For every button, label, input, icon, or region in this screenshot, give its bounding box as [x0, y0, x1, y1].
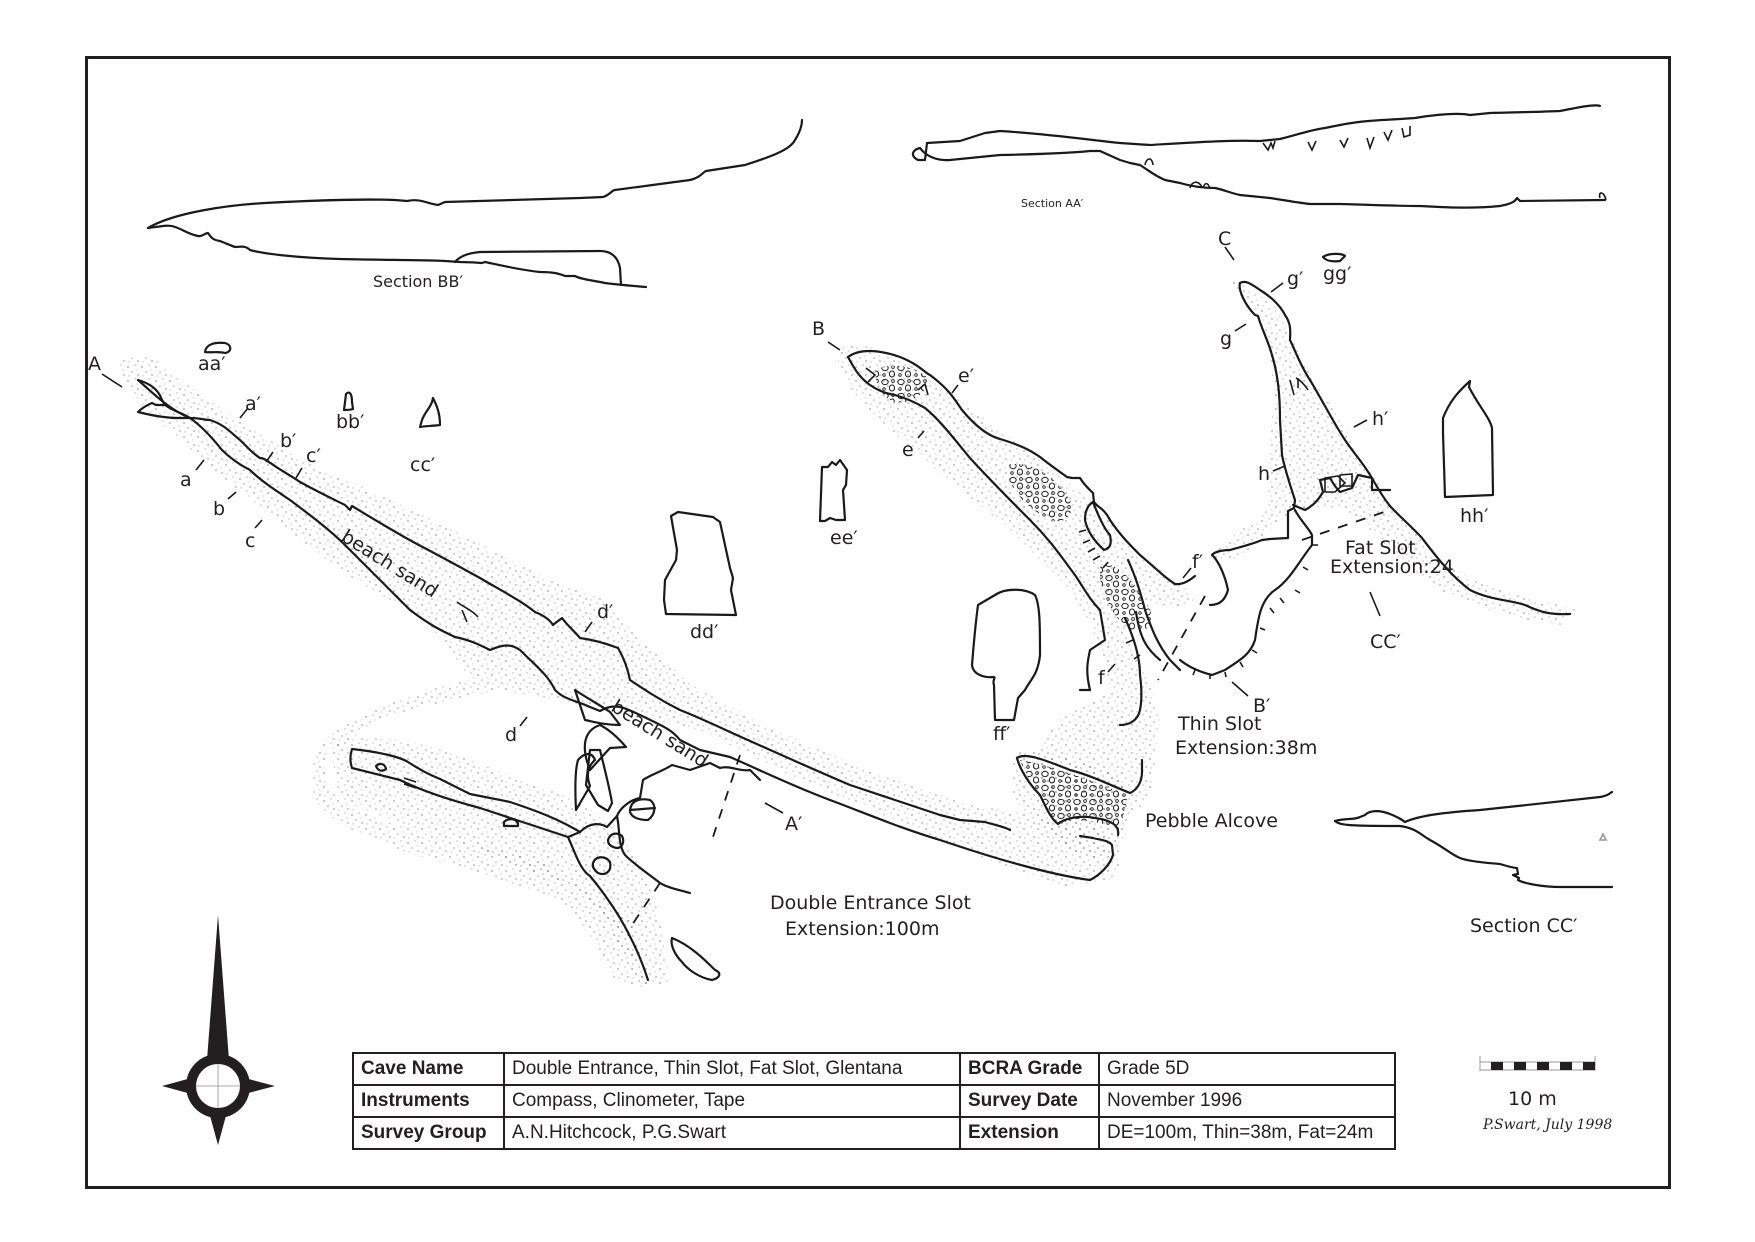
section-aa-profile: Section AA′ — [911, 104, 1607, 210]
map-frame — [85, 56, 1671, 1189]
station-c-prime-label: c′ — [306, 445, 321, 467]
station-b-label: b — [213, 498, 225, 520]
instruments-key: Instruments — [352, 1084, 505, 1118]
extension-key: Extension — [959, 1116, 1100, 1150]
pebble-alcove-label: Pebble Alcove — [1145, 810, 1278, 832]
station-markers-main: A a′ a b′ b c′ c d′ d A′ — [88, 353, 802, 835]
bcra-grade-key: BCRA Grade — [959, 1052, 1100, 1086]
cross-sections: aa′ bb′ cc′ dd′ ee′ ff′ gg′ hh′ — [198, 252, 1495, 745]
extension-value: DE=100m, Thin=38m, Fat=24m — [1098, 1116, 1396, 1150]
cave-name-key: Cave Name — [352, 1052, 505, 1086]
survey-date-value: November 1996 — [1098, 1084, 1396, 1118]
station-h-label: h — [1258, 463, 1270, 485]
station-c-label: c — [245, 530, 255, 552]
thin-slot-extension: Extension:38m — [1175, 737, 1317, 759]
station-A-prime-label: A′ — [785, 813, 802, 835]
bcra-grade-value: Grade 5D — [1098, 1052, 1396, 1086]
station-A-label: A — [88, 353, 101, 375]
survey-group-key: Survey Group — [352, 1116, 505, 1150]
survey-info-table: Cave Name Double Entrance, Thin Slot, Fa… — [352, 1052, 1396, 1150]
section-cc-profile: Section CC′ — [1333, 790, 1614, 937]
station-g-label: g — [1220, 328, 1232, 350]
station-f-prime-label: f′ — [1192, 551, 1203, 573]
fat-slot-passage: C g′ g h′ h CC′ Fat Slot Extension:24 — [1178, 228, 1580, 679]
xsec-gg-label: gg′ — [1323, 263, 1351, 285]
station-a-label: a — [180, 469, 192, 491]
scale-bar — [1479, 1056, 1596, 1071]
table-row: Instruments Compass, Clinometer, Tape Su… — [352, 1084, 1396, 1118]
fat-slot-extension: Extension:24 — [1330, 556, 1454, 578]
survey-date-key: Survey Date — [959, 1084, 1100, 1118]
station-CC-prime-label: CC′ — [1370, 631, 1401, 653]
lower-entrance-branch — [330, 688, 762, 985]
station-b-prime-label: b′ — [280, 430, 296, 452]
thin-slot-passage: e′ e B f′ f B′ Thin Slot Extension:38m — [812, 318, 1317, 820]
xsec-cc-label: cc′ — [410, 454, 435, 476]
north-arrow-icon — [162, 915, 275, 1145]
station-d-prime-label: d′ — [597, 601, 613, 623]
pebble-alcove: Pebble Alcove — [1012, 751, 1278, 860]
station-h-prime-label: h′ — [1372, 408, 1388, 430]
xsec-hh-label: hh′ — [1460, 505, 1488, 527]
double-entrance-extension: Extension:100m — [785, 918, 939, 940]
xsec-ff-label: ff′ — [993, 723, 1010, 745]
xsec-dd-label: dd′ — [690, 621, 718, 643]
station-e-prime-label: e′ — [958, 365, 974, 387]
section-cc-label: Section CC′ — [1470, 915, 1577, 937]
section-aa-label: Section AA′ — [1021, 197, 1084, 210]
survey-group-value: A.N.Hitchcock, P.G.Swart — [503, 1116, 961, 1150]
station-a-prime-label: a′ — [245, 393, 261, 415]
thin-slot-name: Thin Slot — [1177, 713, 1261, 735]
table-row: Survey Group A.N.Hitchcock, P.G.Swart Ex… — [352, 1116, 1396, 1150]
fat-slot-name: Fat Slot — [1345, 537, 1416, 559]
section-bb-label: Section BB′ — [373, 272, 463, 291]
surveyor-signature: P.Swart, July 1998 — [1483, 1117, 1613, 1133]
xsec-bb-label: bb′ — [336, 411, 364, 433]
station-d-label: d — [505, 724, 517, 746]
station-B-label: B — [812, 318, 825, 340]
scale-label: 10 m — [1508, 1088, 1557, 1110]
cave-name-value: Double Entrance, Thin Slot, Fat Slot, Gl… — [503, 1052, 961, 1086]
double-entrance-name: Double Entrance Slot — [770, 892, 971, 914]
xsec-aa-label: aa′ — [198, 353, 226, 375]
instruments-value: Compass, Clinometer, Tape — [503, 1084, 961, 1118]
section-bb-profile: Section BB′ — [146, 118, 804, 291]
xsec-ee-label: ee′ — [830, 527, 858, 549]
station-C-label: C — [1218, 228, 1231, 250]
station-g-prime-label: g′ — [1287, 268, 1303, 290]
table-row: Cave Name Double Entrance, Thin Slot, Fa… — [352, 1052, 1396, 1086]
station-f-label: f — [1098, 667, 1106, 689]
station-B-prime-label: B′ — [1253, 695, 1270, 717]
station-e-label: e — [902, 439, 914, 461]
